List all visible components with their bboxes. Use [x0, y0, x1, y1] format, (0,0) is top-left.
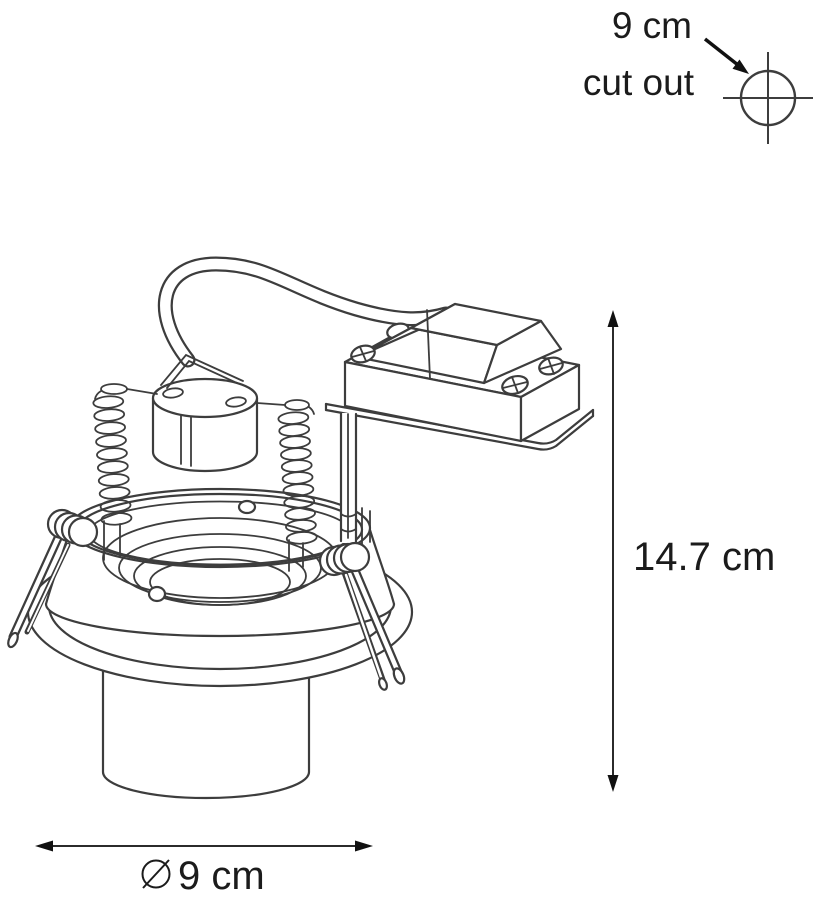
- coil-spring-left: [92, 395, 133, 526]
- mounting-bail: [160, 353, 244, 389]
- power-cable: [157, 256, 454, 368]
- height-dimension-label: 14.7 cm: [633, 535, 775, 579]
- screw-front-left: [350, 344, 376, 364]
- coil-spring-right-wires: [256, 399, 315, 572]
- coil-spring-left-wires: [94, 383, 158, 561]
- diameter-symbol: [141, 859, 171, 889]
- height-dimension: 14.7 cm: [607, 310, 775, 792]
- cutout-hole-symbol: [723, 52, 813, 144]
- rim-screw-hole: [237, 499, 257, 515]
- junction-box: [343, 302, 581, 443]
- cutout-size-label: 9 cm: [612, 5, 692, 46]
- cutout-callout: 9 cm cut out: [583, 5, 813, 144]
- lamp-socket: [151, 377, 259, 473]
- spring-clip-right: [318, 541, 406, 691]
- wall-screw-hole: [147, 585, 167, 603]
- screw-right: [538, 356, 564, 376]
- inner-tube: [101, 650, 311, 800]
- spring-clip-left: [7, 508, 99, 649]
- screw-front-right: [501, 374, 529, 396]
- bracket-strap: [339, 411, 371, 546]
- cutout-caption-label: cut out: [583, 62, 695, 103]
- diameter-dimension-label: 9 cm: [178, 854, 265, 898]
- diameter-dimension: 9 cm: [35, 840, 373, 898]
- cutout-arrow: [703, 37, 749, 74]
- coil-spring-right: [277, 411, 318, 545]
